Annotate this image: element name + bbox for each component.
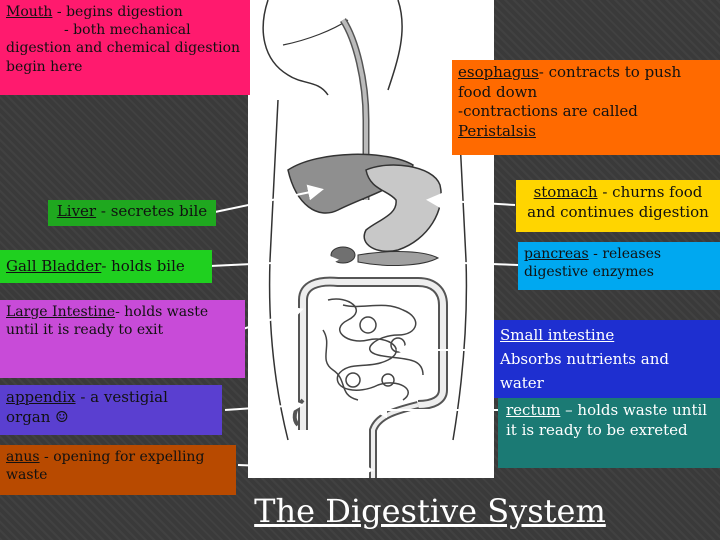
page-title: The Digestive System bbox=[254, 492, 606, 530]
large-intestine-term: Large Intestine bbox=[6, 304, 116, 320]
arrow-stomach bbox=[426, 192, 516, 209]
stomach-desc: - churns food and continues digestion bbox=[527, 183, 709, 221]
esophagus-desc-2: -contractions are called bbox=[458, 102, 638, 120]
stomach-term: stomach bbox=[533, 183, 598, 201]
mouth-label: Mouth - begins digestion - both mechanic… bbox=[0, 0, 250, 95]
pancreas-label: pancreas - releases digestive enzymes bbox=[518, 242, 720, 290]
appendix-label: appendix - a vestigial organ ☺ bbox=[0, 385, 222, 435]
arrow-appendix bbox=[224, 397, 304, 414]
rectum-desc: – holds waste until it is ready to be ex… bbox=[506, 401, 708, 439]
large-intestine-desc: - holds waste until it is ready to exit bbox=[6, 304, 209, 339]
mouth-desc-1: - begins digestion bbox=[52, 4, 183, 20]
small-intestine-label: Small intestine Absorbs nutrients and wa… bbox=[494, 320, 720, 398]
anus-label: anus - opening for expelling waste bbox=[0, 445, 236, 495]
stomach-label: stomach - churns food and continues dige… bbox=[516, 180, 720, 232]
liver-term: Liver bbox=[56, 202, 97, 220]
liver-desc: - secretes bile bbox=[96, 202, 208, 220]
anus-desc: - opening for expelling waste bbox=[6, 449, 205, 484]
esophagus-term: esophagus bbox=[458, 63, 539, 81]
arrow-liver bbox=[214, 184, 324, 213]
liver-label: Liver - secretes bile bbox=[48, 200, 216, 226]
gall-bladder-label: Gall Bladder- holds bile bbox=[0, 250, 212, 283]
arrow-anus bbox=[237, 461, 374, 478]
esophagus-label: esophagus- contracts to push food down -… bbox=[452, 60, 720, 155]
pancreas-desc: - releases digestive enzymes bbox=[524, 246, 662, 281]
large-intestine-label: Large Intestine- holds waste until it is… bbox=[0, 300, 245, 378]
esophagus-desc-1: - contracts to push food down bbox=[458, 63, 682, 101]
arrow-large-intestine bbox=[239, 306, 304, 331]
rectum-term: rectum bbox=[506, 401, 561, 419]
small-intestine-term: Small intestine bbox=[500, 326, 615, 344]
arrow-gall-bladder bbox=[209, 252, 339, 269]
anus-term: anus bbox=[6, 449, 40, 465]
gall-bladder-term: Gall Bladder bbox=[6, 257, 102, 275]
gall-bladder-desc: - holds bile bbox=[101, 257, 185, 275]
small-intestine-desc: Absorbs nutrients and water bbox=[500, 350, 669, 392]
appendix-term: appendix bbox=[6, 388, 76, 406]
digestive-system-illustration bbox=[262, 0, 468, 478]
pancreas-term: pancreas bbox=[524, 246, 589, 262]
mouth-term: Mouth bbox=[6, 4, 53, 20]
mouth-desc-2: - both mechanical digestion and chemical… bbox=[6, 22, 241, 75]
rectum-label: rectum – holds waste until it is ready t… bbox=[498, 398, 720, 468]
appendix-desc: - a vestigial organ ☺ bbox=[6, 388, 168, 426]
arrow-pancreas bbox=[431, 254, 519, 271]
peristalsis-term: Peristalsis bbox=[458, 121, 536, 140]
